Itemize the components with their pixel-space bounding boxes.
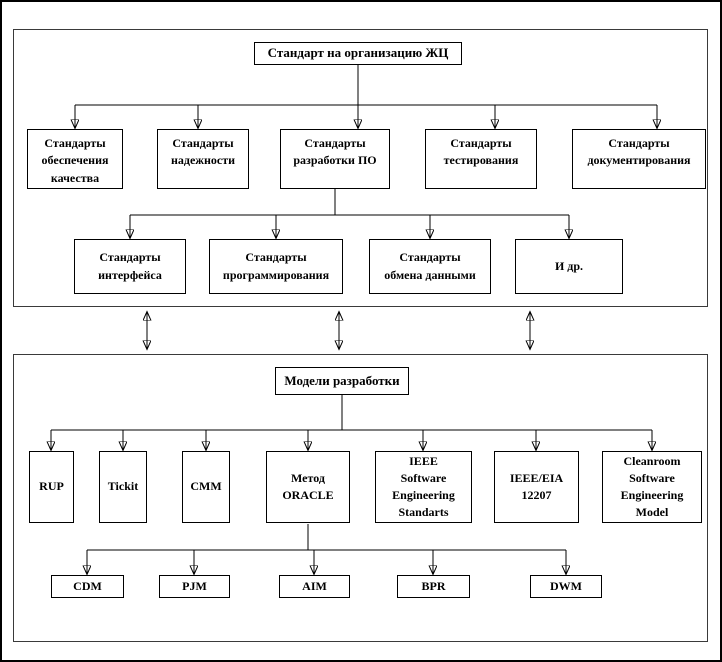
node-aim: AIM	[279, 575, 350, 598]
node-ieee-software-engineering-standards: IEEE Software Engineering Standarts	[375, 451, 472, 523]
node-bpr: BPR	[397, 575, 470, 598]
node-quality-standards: Стандарты обеспечения качества	[27, 129, 123, 189]
node-cmm: CMM	[182, 451, 230, 523]
node-programming-standards: Стандарты программирования	[209, 239, 343, 294]
node-oracle-method: Метод ORACLE	[266, 451, 350, 523]
node-testing-standards: Стандарты тестирования	[425, 129, 537, 189]
node-standards-root: Стандарт на организацию ЖЦ	[254, 42, 462, 65]
node-cdm: CDM	[51, 575, 124, 598]
models-section-frame	[13, 354, 708, 642]
node-tickit: Tickit	[99, 451, 147, 523]
node-other-standards: И др.	[515, 239, 623, 294]
node-cleanroom-software-engineering-model: Cleanroom Software Engineering Model	[602, 451, 702, 523]
node-data-exchange-standards: Стандарты обмена данными	[369, 239, 491, 294]
standards-section-frame	[13, 29, 708, 307]
node-ieee-eia-12207: IEEE/EIA 12207	[494, 451, 579, 523]
node-rup: RUP	[29, 451, 74, 523]
node-pjm: PJM	[159, 575, 230, 598]
node-interface-standards: Стандарты интерфейса	[74, 239, 186, 294]
node-software-development-standards: Стандарты разработки ПО	[280, 129, 390, 189]
node-documentation-standards: Стандарты документирования	[572, 129, 706, 189]
node-models-root: Модели разработки	[275, 367, 409, 395]
node-dwm: DWM	[530, 575, 602, 598]
node-reliability-standards: Стандарты надежности	[157, 129, 249, 189]
